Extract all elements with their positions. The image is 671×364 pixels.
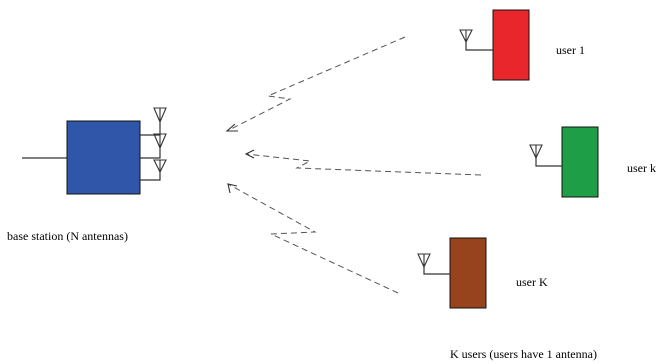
signal-paths bbox=[225, 36, 482, 294]
base-station-box bbox=[66, 120, 141, 195]
antenna-icon bbox=[459, 29, 473, 44]
antenna-icon bbox=[529, 144, 543, 160]
user-1-box bbox=[492, 9, 530, 81]
user-K-label: user K bbox=[516, 275, 548, 289]
base-station-label: base station (N antennas) bbox=[7, 229, 128, 243]
arrow-head bbox=[244, 149, 255, 159]
antenna-icon bbox=[153, 107, 167, 124]
antenna-icon bbox=[153, 159, 167, 174]
signal-path-user-K bbox=[227, 183, 399, 294]
antenna-icon bbox=[153, 133, 167, 150]
arrow-head bbox=[225, 123, 238, 132]
base-station: base station (N antennas) bbox=[7, 107, 167, 243]
antenna-icon bbox=[417, 253, 431, 269]
user-K-box bbox=[449, 237, 487, 309]
user-1-label: user 1 bbox=[556, 43, 585, 57]
user-k-box bbox=[561, 126, 599, 198]
arrow-head bbox=[227, 183, 238, 194]
signal-path-user-k bbox=[245, 153, 482, 176]
user-K: user K bbox=[417, 237, 548, 309]
user-k-label: user k bbox=[627, 161, 656, 175]
signal-path-user-1 bbox=[226, 36, 406, 132]
user-k: user k bbox=[529, 126, 656, 198]
users-caption: K users (users have 1 antenna) bbox=[450, 347, 597, 361]
user-1: user 1 bbox=[459, 9, 585, 81]
